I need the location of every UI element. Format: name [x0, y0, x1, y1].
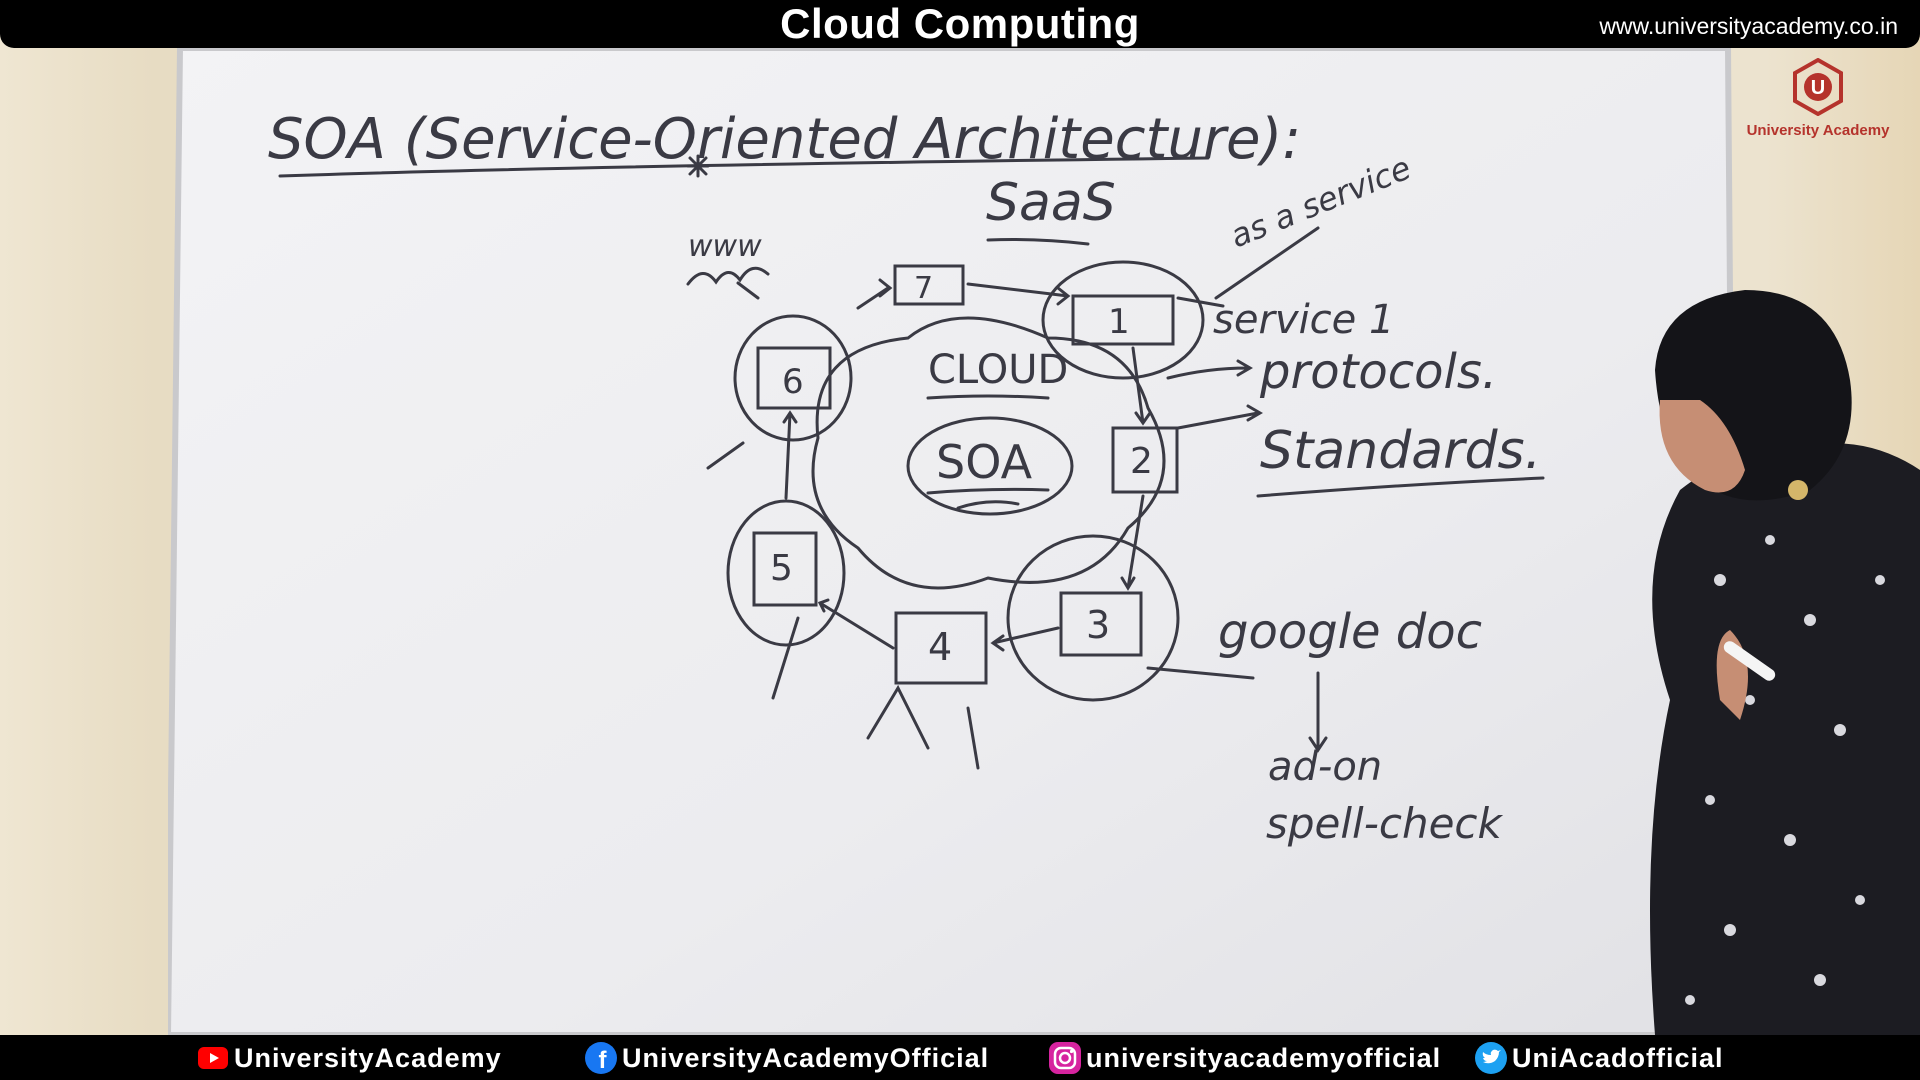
- board-service-label: service 1: [1213, 297, 1394, 343]
- facebook-icon: f: [584, 1041, 618, 1075]
- facebook-handle: UniversityAcademyOfficial: [622, 1042, 990, 1073]
- board-saas: SaaS: [986, 173, 1116, 233]
- board-google-doc: google doc: [1218, 604, 1482, 660]
- node-label: 1: [1108, 302, 1130, 342]
- node-label: 5: [770, 548, 793, 589]
- facebook-link[interactable]: f UniversityAcademyOfficial: [584, 1041, 989, 1075]
- presenter: [1650, 290, 1920, 1035]
- board-soa: SOA: [936, 435, 1033, 489]
- university-academy-hexagon-logo-icon: U: [1793, 58, 1843, 116]
- board-cloud: CLOUD: [928, 347, 1068, 393]
- top-banner: Cloud Computing www.universityacademy.co…: [0, 0, 1920, 48]
- instagram-icon: [1048, 1041, 1082, 1075]
- twitter-icon: [1474, 1041, 1508, 1075]
- youtube-link[interactable]: UniversityAcademy: [196, 1041, 502, 1075]
- youtube-handle: UniversityAcademy: [234, 1042, 502, 1073]
- video-title: Cloud Computing: [780, 0, 1140, 47]
- board-www: www: [688, 229, 762, 264]
- university-academy-logo: U University Academy: [1728, 58, 1908, 158]
- twitter-handle: UniAcadofficial: [1512, 1042, 1724, 1073]
- whiteboard: SOA (Service-Oriented Architecture): Saa…: [168, 48, 1736, 1035]
- board-spell-check: spell-check: [1266, 799, 1504, 848]
- social-footer: UniversityAcademy f UniversityAcademyOff…: [0, 1035, 1920, 1080]
- instagram-link[interactable]: universityacademyofficial: [1048, 1041, 1441, 1075]
- twitter-link[interactable]: UniAcadofficial: [1474, 1041, 1724, 1075]
- youtube-icon: [196, 1041, 230, 1075]
- node-label: 2: [1130, 441, 1153, 482]
- instagram-handle: universityacademyofficial: [1086, 1042, 1442, 1073]
- board-protocols: protocols.: [1259, 344, 1497, 400]
- node-label: 3: [1086, 603, 1110, 647]
- website-url: www.universityacademy.co.in: [1599, 13, 1898, 39]
- logo-letter: U: [1811, 77, 1825, 99]
- svg-text:f: f: [599, 1047, 608, 1074]
- node-label: 4: [928, 625, 952, 669]
- logo-text: University Academy: [1746, 122, 1890, 139]
- board-add-on: ad-on: [1268, 744, 1382, 790]
- node-label: 7: [914, 271, 933, 306]
- board-standards: Standards.: [1260, 421, 1541, 481]
- board-heading: SOA (Service-Oriented Architecture):: [268, 107, 1301, 172]
- node-label: 6: [782, 362, 804, 402]
